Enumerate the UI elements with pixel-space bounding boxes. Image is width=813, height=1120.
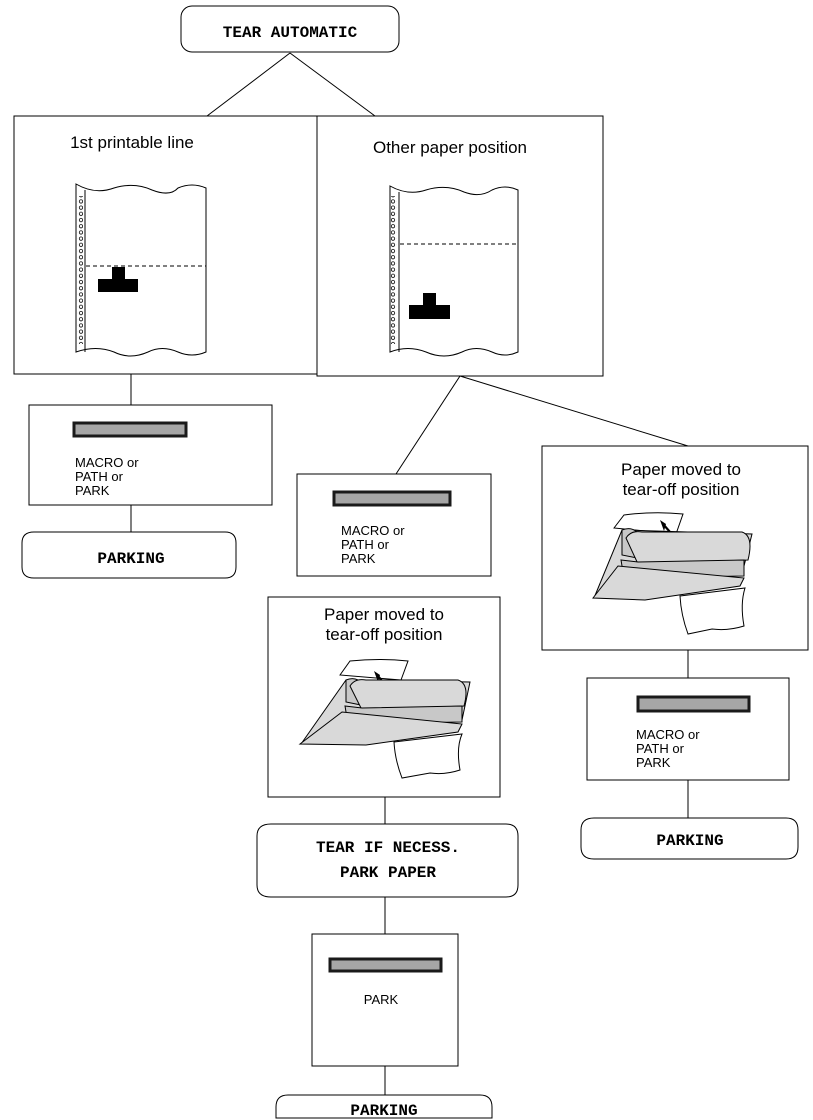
- park-label: PARK: [364, 992, 399, 1007]
- connectors: [130, 52, 689, 1095]
- other-paper-position-node: Other paper position: [316, 115, 604, 377]
- tear-if-necess-node: TEAR IF NECESS.PARK PAPER: [256, 823, 519, 898]
- other-position-label: Other paper position: [373, 138, 527, 157]
- parking-bottom-label: PARKING: [350, 1102, 417, 1120]
- printer-tear-off-icon: [298, 659, 471, 779]
- print-head-icon: [409, 293, 450, 319]
- tear-if-necess-label: TEAR IF NECESS.PARK PAPER: [316, 839, 460, 882]
- parking-right-label: PARKING: [656, 832, 723, 850]
- first-printable-line-node: 1st printable line: [13, 115, 350, 375]
- paper-sheet-icon: [75, 183, 207, 357]
- panel-display-icon: [72, 421, 188, 438]
- printer-tear-off-icon: [592, 512, 753, 635]
- panel-display-icon: [636, 695, 751, 713]
- park-node: PARK: [311, 933, 459, 1067]
- print-head-icon: [98, 267, 138, 292]
- panel-display-icon: [328, 957, 443, 973]
- parking-right-node: PARKING: [580, 817, 799, 860]
- first-line-label: 1st printable line: [70, 133, 194, 152]
- paper-sheet-icon: [389, 185, 519, 357]
- parking-left-label: PARKING: [97, 550, 164, 568]
- start-node: TEAR AUTOMATIC: [180, 5, 400, 53]
- parking-left-node: PARKING: [21, 531, 237, 579]
- start-label: TEAR AUTOMATIC: [223, 24, 358, 42]
- panel-display-icon: [332, 490, 452, 507]
- parking-bottom-node: PARKING: [275, 1094, 493, 1120]
